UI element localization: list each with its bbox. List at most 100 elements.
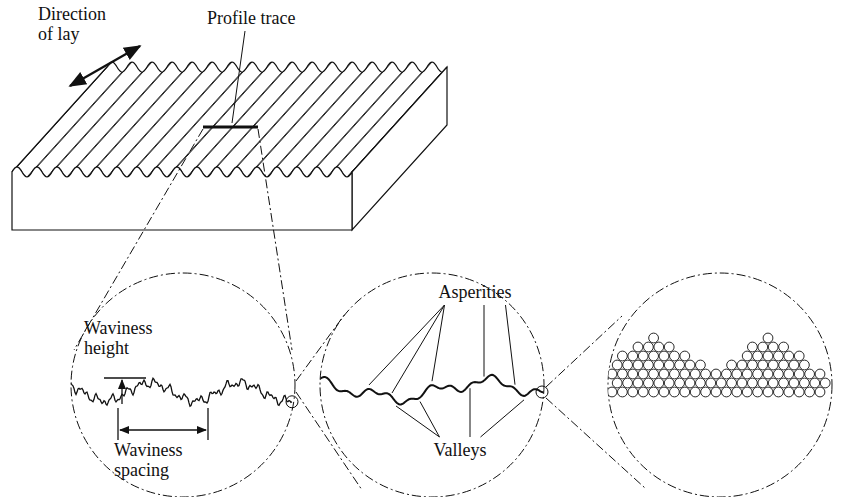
- atom: [742, 387, 752, 397]
- atom: [644, 342, 654, 352]
- atom: [748, 378, 758, 388]
- profile-trace-line: [203, 126, 258, 129]
- zoom-line: [296, 314, 345, 381]
- atom: [784, 369, 794, 379]
- height-tick: [104, 377, 146, 378]
- height-arrow: [121, 380, 122, 404]
- atom: [716, 378, 726, 388]
- atom: [748, 342, 758, 352]
- atom: [727, 360, 737, 370]
- atom: [768, 342, 778, 352]
- lay-ridge: [267, 72, 362, 177]
- lay-ridge: [47, 72, 142, 177]
- roughness-profile: [316, 375, 544, 405]
- atom: [763, 351, 773, 361]
- detail-circle: [536, 386, 548, 398]
- atom: [649, 351, 659, 361]
- lay-ridge: [187, 72, 282, 177]
- atom: [659, 351, 669, 361]
- atom: [737, 378, 747, 388]
- zoom-line: [546, 398, 645, 488]
- lay-ridge: [107, 72, 202, 177]
- atom: [711, 369, 721, 379]
- atom: [618, 387, 628, 397]
- atom: [789, 378, 799, 388]
- atom: [732, 369, 742, 379]
- atom: [654, 360, 664, 370]
- atom: [670, 351, 680, 361]
- atom: [612, 378, 622, 388]
- atom: [690, 387, 700, 397]
- spacing-arrow: [120, 429, 206, 430]
- leader-line: [481, 400, 525, 437]
- zoom-line: [546, 316, 622, 387]
- atom: [623, 360, 633, 370]
- atom: [649, 387, 659, 397]
- trace-label: Profile trace: [207, 8, 295, 28]
- atom: [607, 387, 617, 397]
- atom: [680, 351, 690, 361]
- atom: [815, 369, 825, 379]
- atom: [742, 369, 752, 379]
- atom: [805, 387, 815, 397]
- atom: [607, 369, 617, 379]
- atom: [763, 387, 773, 397]
- atom: [696, 360, 706, 370]
- atom: [800, 360, 810, 370]
- atom: [654, 342, 664, 352]
- atom: [644, 378, 654, 388]
- atom: [628, 387, 638, 397]
- atom: [659, 369, 669, 379]
- leader-line: [420, 402, 440, 437]
- lay-ridge: [197, 62, 292, 167]
- leader-line: [505, 305, 515, 385]
- lay-ridge: [137, 62, 232, 167]
- zoom-line: [296, 392, 362, 490]
- atom: [670, 369, 680, 379]
- atom: [727, 378, 737, 388]
- atom: [638, 351, 648, 361]
- lay-ridge: [207, 72, 302, 177]
- atom: [649, 369, 659, 379]
- atom: [784, 387, 794, 397]
- atom: [675, 360, 685, 370]
- side-face: [352, 67, 447, 230]
- atom: [774, 351, 784, 361]
- atom: [612, 360, 622, 370]
- lay-ridge: [237, 62, 332, 167]
- lay-ridge: [257, 62, 352, 167]
- atom: [732, 387, 742, 397]
- valleys-label: Valleys: [434, 440, 487, 460]
- atom: [675, 378, 685, 388]
- atom: [789, 360, 799, 370]
- spacing-tick: [117, 408, 118, 440]
- atom: [753, 369, 763, 379]
- atom: [654, 378, 664, 388]
- atom: [623, 378, 633, 388]
- atom: [649, 333, 659, 343]
- atom: [768, 360, 778, 370]
- detail-circle: [286, 396, 298, 408]
- atom: [638, 369, 648, 379]
- atom: [722, 387, 732, 397]
- atom: [805, 369, 815, 379]
- atom: [810, 378, 820, 388]
- atom: [696, 378, 706, 388]
- leader-line: [396, 406, 440, 437]
- atom: [644, 360, 654, 370]
- zoom-circle: [71, 273, 295, 497]
- leader-line: [232, 31, 245, 123]
- atom: [753, 387, 763, 397]
- atom: [753, 351, 763, 361]
- atom: [737, 360, 747, 370]
- lay-ridge: [27, 72, 122, 177]
- atom: [779, 378, 789, 388]
- magnification-circles: [66, 273, 832, 497]
- atom: [664, 342, 674, 352]
- lay-ridge: [77, 62, 172, 167]
- atom: [794, 369, 804, 379]
- lay-ridge: [247, 72, 342, 177]
- atom: [706, 378, 716, 388]
- lay-ridge: [57, 62, 152, 167]
- lay-ridge: [157, 62, 252, 167]
